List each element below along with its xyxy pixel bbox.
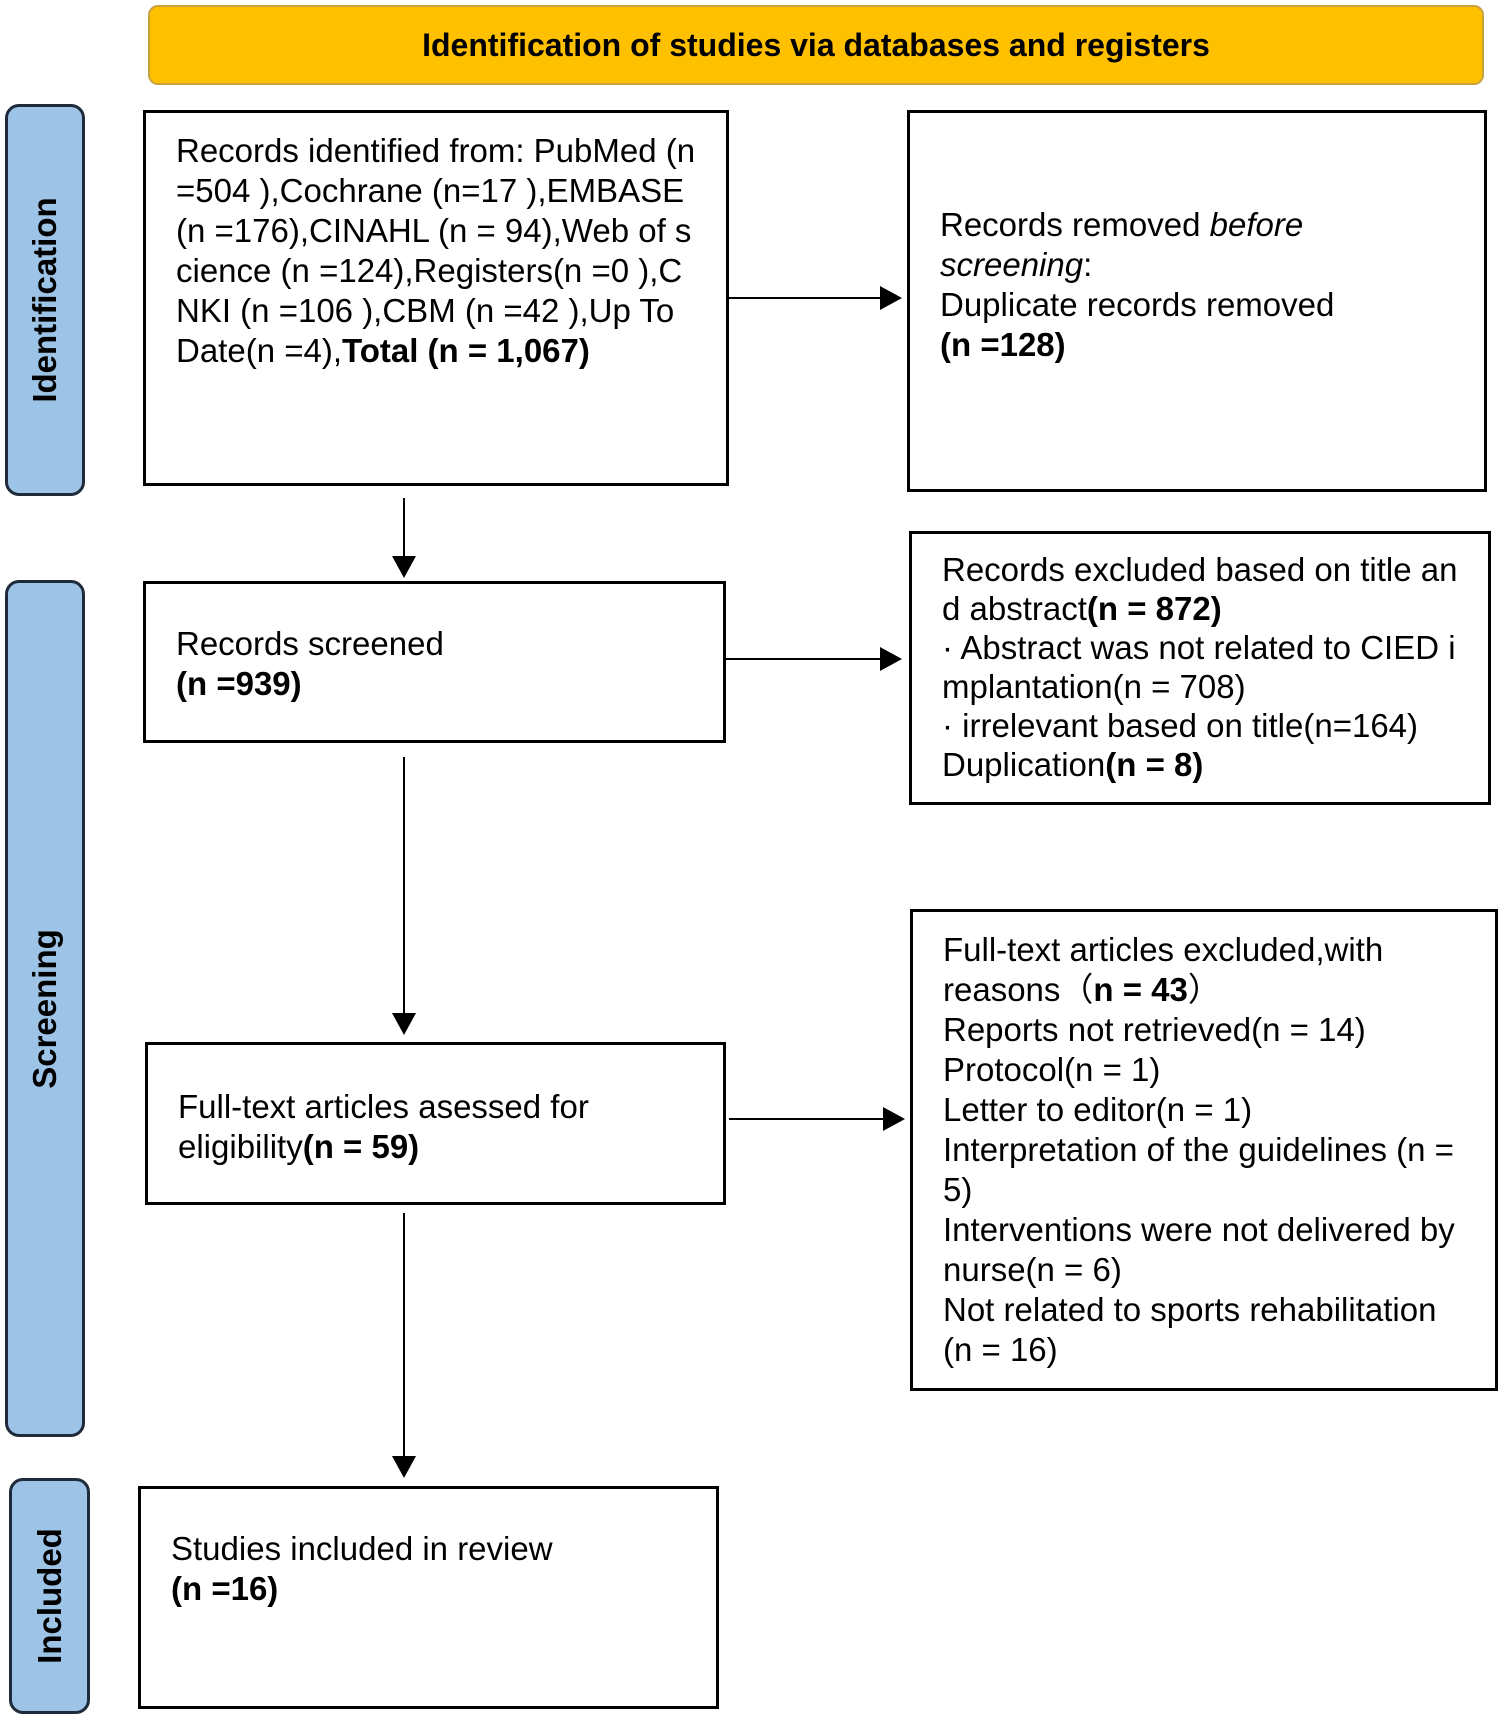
arrowhead-down	[392, 1456, 416, 1478]
arrow-to-fulltext-excluded	[729, 1118, 885, 1120]
removed-colon: :	[1083, 246, 1093, 283]
fulltext-excluded-box: Full-text articles excluded,with reasons…	[910, 909, 1498, 1391]
arrowhead-down	[392, 1013, 416, 1035]
excluded-reason: · irrelevant based on title(n=164)	[942, 707, 1419, 744]
excluded-reason: · Abstract was not related to CIED impla…	[942, 629, 1456, 705]
records-screened-box: Records screened (n =939)	[143, 581, 726, 743]
arrow-identified-to-screened	[403, 498, 405, 558]
reason-item: Reports not retrieved(n = 14)	[943, 1011, 1366, 1048]
removed-count: (n =128)	[940, 326, 1066, 363]
fulltext-label: Full-text articles asessed for eligibili…	[178, 1088, 589, 1165]
arrow-to-excluded	[726, 658, 882, 660]
removed-italic: before screening	[940, 206, 1304, 283]
phase-label: Screening	[26, 928, 63, 1089]
excluded-label: Records excluded based on title and abst…	[942, 551, 1458, 627]
arrow-screened-to-fulltext	[403, 757, 405, 1015]
removed-text: Records removed	[940, 206, 1210, 243]
phase-screening: Screening	[5, 580, 85, 1437]
fulltext-excluded-count: n = 43	[1093, 971, 1188, 1008]
included-count: (n =16)	[171, 1570, 279, 1607]
fulltext-count: (n = 59)	[302, 1128, 420, 1165]
fulltext-assessed-box: Full-text articles asessed for eligibili…	[145, 1042, 726, 1205]
reason-item: Protocol(n = 1)	[943, 1051, 1161, 1088]
arrow-fulltext-to-included	[403, 1213, 405, 1458]
screened-label: Records screened	[176, 625, 444, 662]
fulltext-excluded-label: Full-text articles excluded,with reasons…	[943, 931, 1384, 1008]
arrowhead-right	[880, 647, 902, 671]
arrowhead-down	[392, 556, 416, 578]
header-banner: Identification of studies via databases …	[148, 5, 1484, 85]
records-identified-box: Records identified from: PubMed (n=504 )…	[143, 110, 729, 486]
records-removed-box: Records removed before screening: Duplic…	[907, 110, 1487, 492]
phase-included: Included	[9, 1478, 90, 1714]
reason-item: Letter to editor(n = 1)	[943, 1091, 1253, 1128]
reason-item: Not related to sports rehabilitation (n …	[943, 1291, 1437, 1368]
included-label: Studies included in review	[171, 1530, 553, 1567]
phase-identification: Identification	[5, 104, 85, 496]
removed-line2: Duplicate records removed	[940, 286, 1335, 323]
studies-included-box: Studies included in review (n =16)	[138, 1486, 719, 1709]
phase-label: Included	[30, 1528, 68, 1664]
excluded-reason: Duplication	[942, 746, 1106, 783]
arrow-to-removed	[729, 297, 882, 299]
identified-text: Records identified from: PubMed (n=504 )…	[176, 132, 696, 369]
reason-item: Interpretation of the guidelines (n = 5)	[943, 1131, 1454, 1208]
reason-item: Interventions were not delivered by nurs…	[943, 1211, 1455, 1288]
identified-total: Total (n = 1,067)	[342, 332, 590, 369]
arrowhead-right	[880, 286, 902, 310]
header-title: Identification of studies via databases …	[422, 26, 1210, 63]
screened-count: (n =939)	[176, 665, 302, 702]
phase-label: Identification	[26, 197, 63, 403]
paren: ）	[1187, 971, 1221, 1008]
excluded-reason-count: (n = 8)	[1105, 746, 1204, 783]
excluded-count: (n = 872)	[1086, 590, 1222, 627]
records-excluded-box: Records excluded based on title and abst…	[909, 531, 1491, 805]
arrowhead-right	[883, 1107, 905, 1131]
